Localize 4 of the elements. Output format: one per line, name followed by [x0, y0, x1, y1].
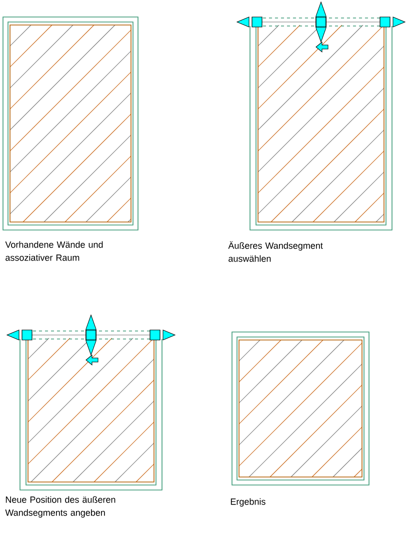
- caption: Neue Position des äußeren Wandsegments angeben: [5, 496, 116, 518]
- caption: Vorhandene Wände und assoziativer Raum: [5, 241, 103, 261]
- caption: Äußeres Wandsegment auswählen: [228, 241, 323, 262]
- caption: Ergebnis: [230, 498, 266, 507]
